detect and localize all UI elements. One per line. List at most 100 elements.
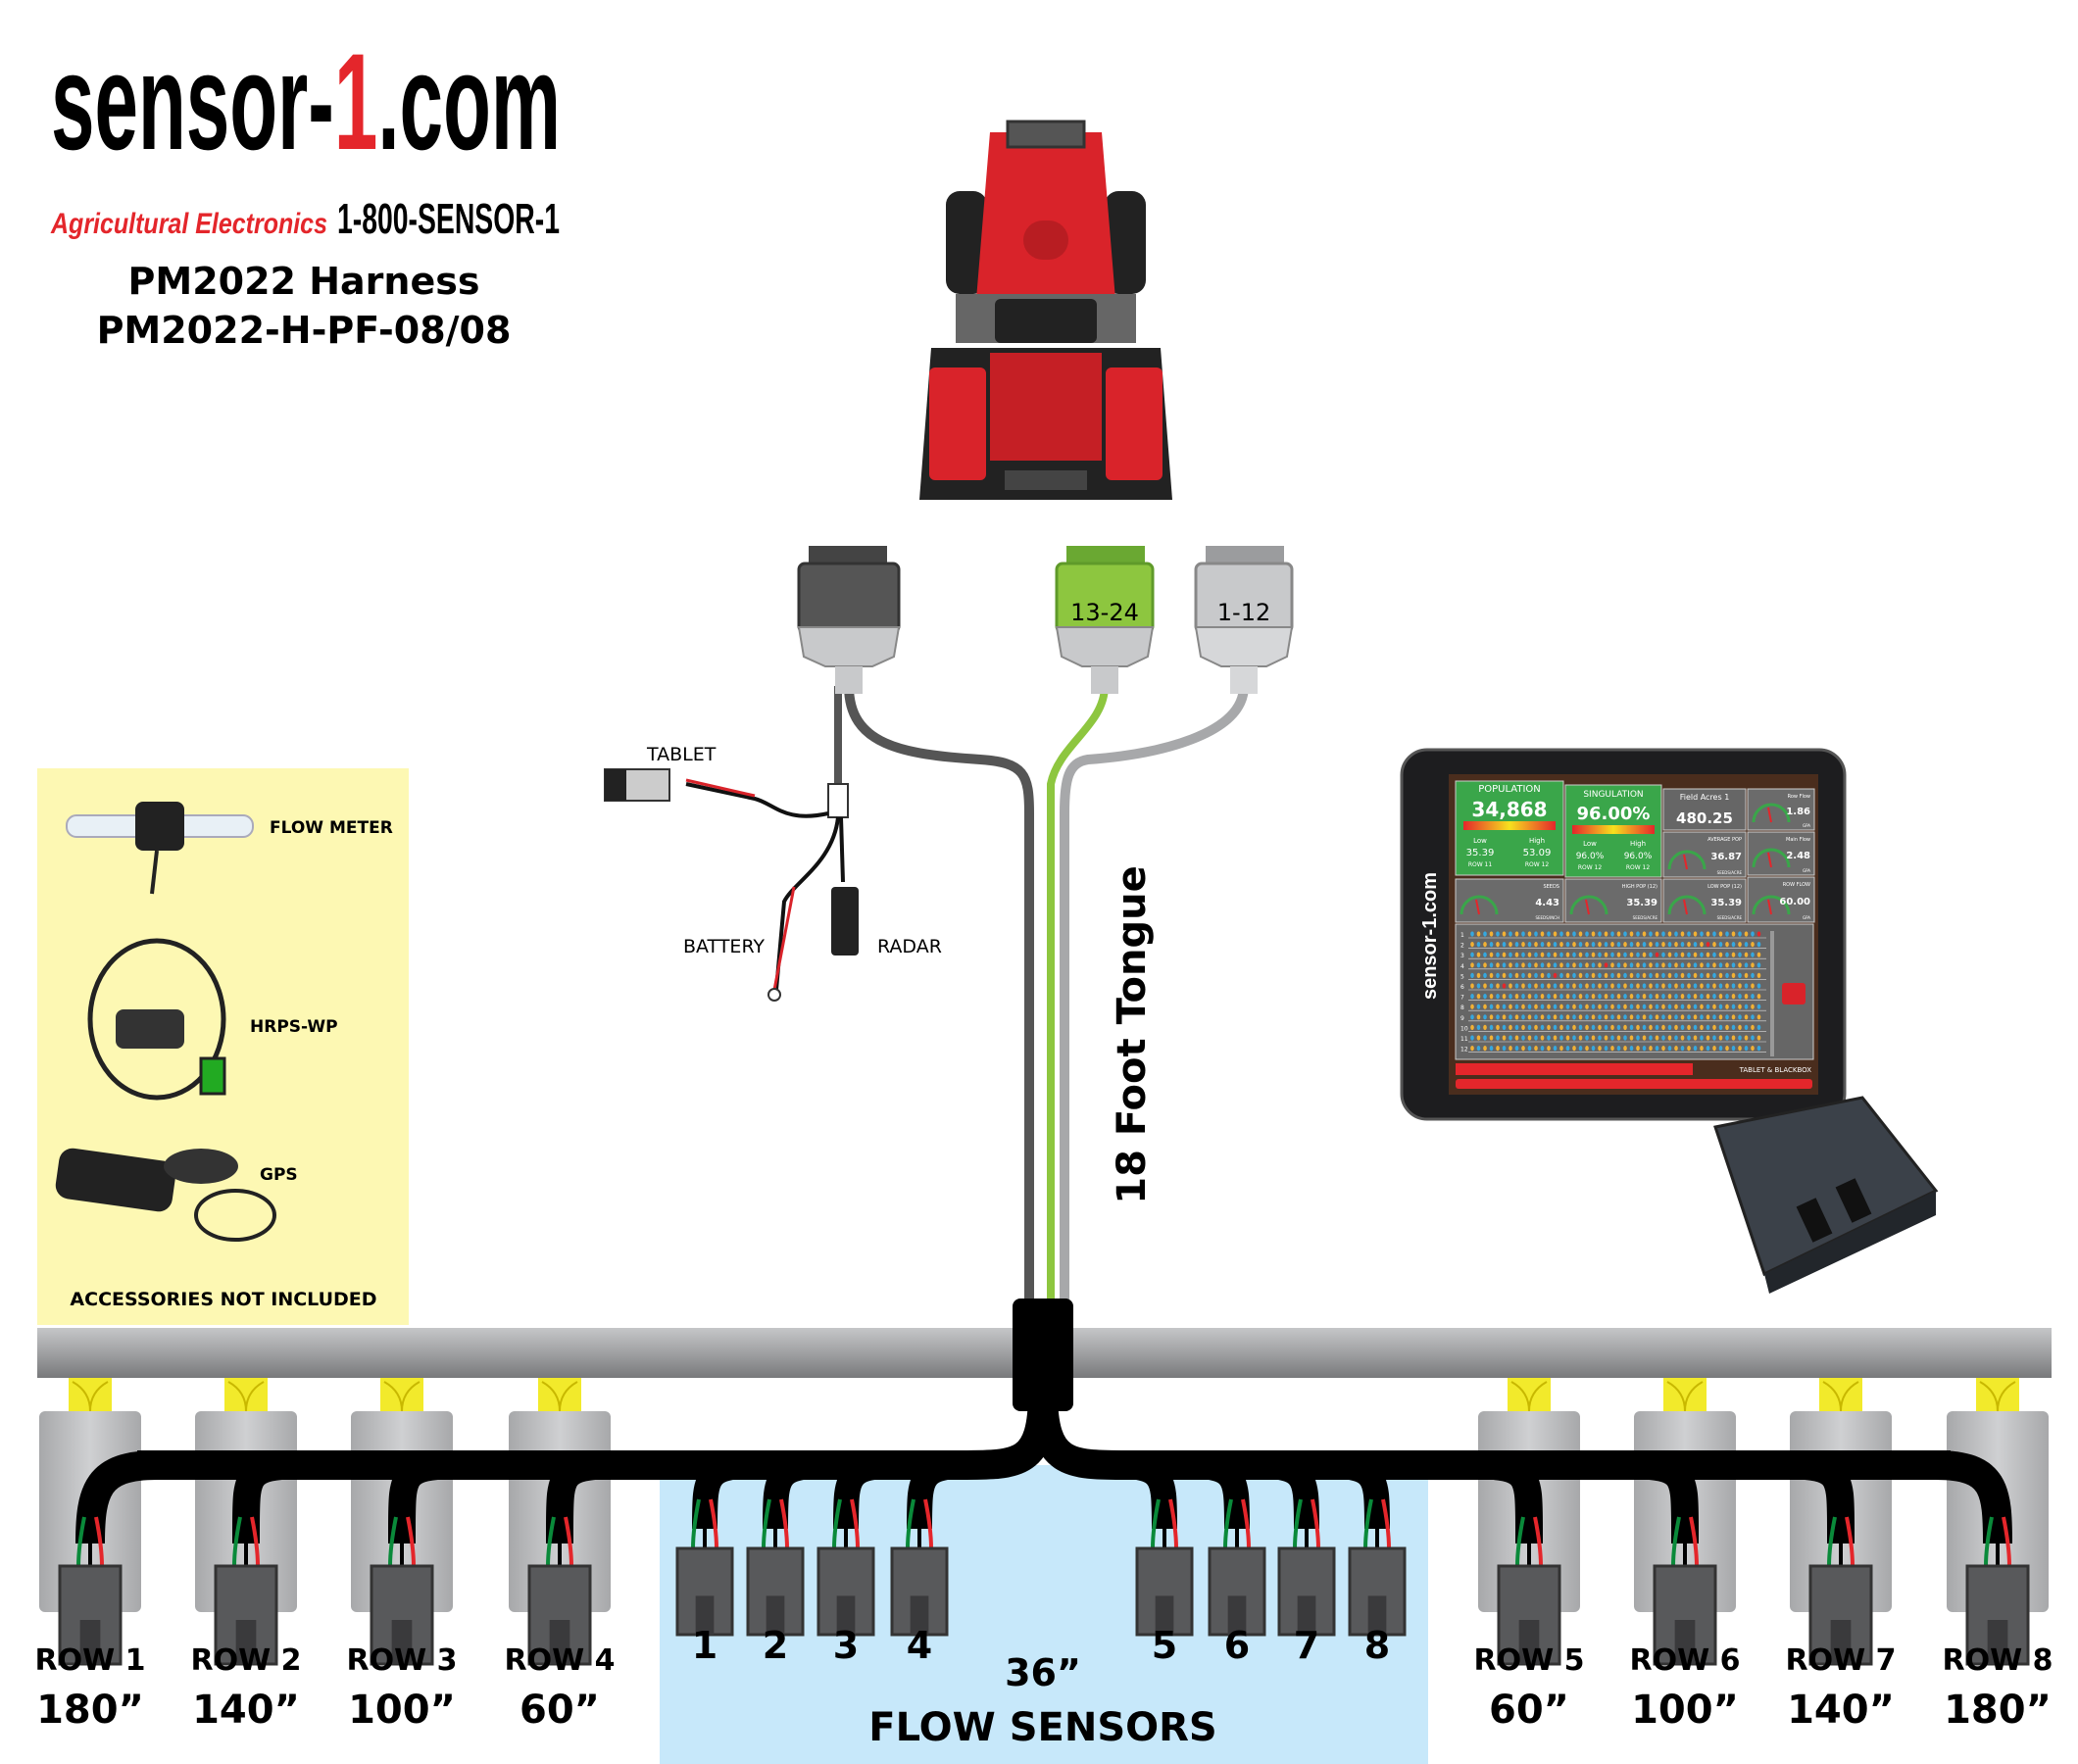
flow-sensor-connector[interactable] [1277, 1498, 1336, 1637]
connector-13-24[interactable]: 13-24 [1055, 546, 1155, 694]
row-label: ROW 5 [1473, 1643, 1584, 1678]
gauge-unit: GPA [1803, 823, 1810, 828]
gauge-unit: SEEDS/ACRE [1717, 915, 1743, 920]
gauge-value: 35.39 [1626, 898, 1657, 908]
flow-sensor-number: 2 [763, 1624, 788, 1667]
tractor-icon [919, 120, 1172, 500]
row-connector[interactable] [1965, 1516, 2030, 1666]
connector-1-12-label: 1-12 [1217, 599, 1270, 626]
power-pigtail [604, 768, 859, 1002]
row-distance: 100” [348, 1688, 456, 1733]
seed-row-number: 11 [1460, 1036, 1468, 1043]
gauge-title: SEEDS [1543, 884, 1559, 890]
gauge-unit: GPA [1803, 868, 1810, 873]
tablet-blackbox-button[interactable]: TABLET & BLACKBOX [1739, 1066, 1812, 1074]
gauge-unit: SEEDS/INCH [1535, 915, 1559, 920]
flow-sensor-number: 4 [907, 1624, 932, 1667]
blackbox-icon [1713, 1096, 1939, 1294]
population-low-value: 35.39 [1466, 848, 1495, 858]
singulation-low-label: Low [1583, 840, 1597, 848]
gauge-title: AVERAGE POP [1707, 837, 1742, 843]
gauge-value: 36.87 [1710, 852, 1742, 862]
tablet-brand: sensor-1.com [1419, 872, 1441, 1000]
row-connector[interactable] [58, 1516, 123, 1666]
flow-sensor-connector[interactable] [675, 1498, 734, 1637]
gauge-value: 1.86 [1786, 807, 1810, 817]
flow-sensor-connector[interactable] [1348, 1498, 1407, 1637]
field-acres-title: Field Acres 1 [1680, 793, 1730, 802]
gauge-value: 60.00 [1779, 897, 1810, 907]
singulation-low-value: 96.0% [1576, 852, 1605, 861]
seed-row-number: 5 [1460, 973, 1464, 980]
row-label: ROW 2 [190, 1643, 301, 1678]
flow-sensors-title: FLOW SENSORS [868, 1705, 1216, 1750]
seed-row-number: 2 [1460, 943, 1464, 950]
seed-row-number: 4 [1460, 963, 1464, 970]
population-high-label: High [1529, 837, 1545, 845]
row-label: ROW 6 [1629, 1643, 1740, 1678]
singulation-high-label: High [1630, 840, 1646, 848]
field-acres-value: 480.25 [1676, 809, 1733, 827]
flow-sensor-connector[interactable] [890, 1498, 949, 1637]
logo-tagline: Agricultural Electronics [50, 208, 327, 240]
tongue-cables [834, 685, 1249, 1303]
gauge-unit: GPA [1803, 915, 1810, 920]
flow-sensor-connector[interactable] [1135, 1498, 1194, 1637]
flow-sensor-connector[interactable] [1208, 1498, 1266, 1637]
radar-pigtail-label: RADAR [877, 936, 942, 957]
flow-meter-icon [66, 802, 254, 895]
seed-row-number: 10 [1460, 1025, 1468, 1032]
population-high-value: 53.09 [1523, 848, 1552, 858]
row-distance: 140” [1787, 1688, 1895, 1733]
singulation-low-row: ROW 12 [1578, 864, 1603, 871]
row-connector[interactable] [370, 1516, 434, 1666]
logo-phone: 1-800-SENSOR-1 [337, 195, 560, 243]
seed-row-number: 3 [1460, 953, 1464, 959]
row-connector[interactable] [1653, 1516, 1717, 1666]
gauge-value: 35.39 [1710, 898, 1742, 908]
gauge-value: 2.48 [1786, 851, 1810, 861]
battery-pigtail-label: BATTERY [683, 936, 765, 957]
connector-dark[interactable] [797, 546, 901, 694]
population-high-row: ROW 12 [1525, 861, 1550, 868]
row-label: ROW 4 [504, 1643, 615, 1678]
flow-sensor-number: 5 [1152, 1624, 1177, 1667]
accessory-label-flow-meter: FLOW METER [270, 818, 393, 838]
population-low-row: ROW 11 [1468, 861, 1493, 868]
connector-13-24-label: 13-24 [1070, 599, 1139, 626]
singulation-value: 96.00% [1577, 804, 1651, 824]
seed-row-number: 7 [1460, 995, 1464, 1002]
gauge-value: 4.43 [1535, 898, 1559, 908]
tongue-length-label: 18 Foot Tongue [1110, 865, 1155, 1203]
row-distance: 140” [192, 1688, 300, 1733]
row-label: ROW 8 [1942, 1643, 2053, 1678]
row-connector[interactable] [1808, 1516, 1873, 1666]
harness-junction [1013, 1298, 1073, 1411]
svg-text:sensor-1.com: sensor-1.com [51, 24, 561, 178]
row-connector[interactable] [527, 1516, 592, 1666]
row-distance: 180” [1944, 1688, 2052, 1733]
accessory-label-hrps-wp: HRPS-WP [250, 1017, 338, 1037]
connector-1-12[interactable]: 1-12 [1194, 546, 1294, 694]
flow-sensor-number: 8 [1364, 1624, 1390, 1667]
singulation-high-row: ROW 12 [1626, 864, 1651, 871]
seed-row-number: 8 [1460, 1004, 1464, 1011]
harness-part-number: PM2022-H-PF-08/08 [97, 309, 512, 352]
row-distance: 180” [36, 1688, 144, 1733]
singulation-high-value: 96.0% [1624, 852, 1653, 861]
row-connector[interactable] [214, 1516, 278, 1666]
flow-sensor-connector[interactable] [746, 1498, 805, 1637]
singulation-title: SINGULATION [1583, 790, 1643, 800]
gauge-title: Row Flow [1788, 794, 1810, 800]
population-value: 34,868 [1471, 798, 1547, 821]
population-low-label: Low [1473, 837, 1487, 845]
seed-row-number: 9 [1460, 1015, 1464, 1022]
flow-sensor-connector[interactable] [816, 1498, 875, 1637]
row-connector[interactable] [1497, 1516, 1561, 1666]
gauge-title: ROW FLOW [1783, 882, 1810, 888]
